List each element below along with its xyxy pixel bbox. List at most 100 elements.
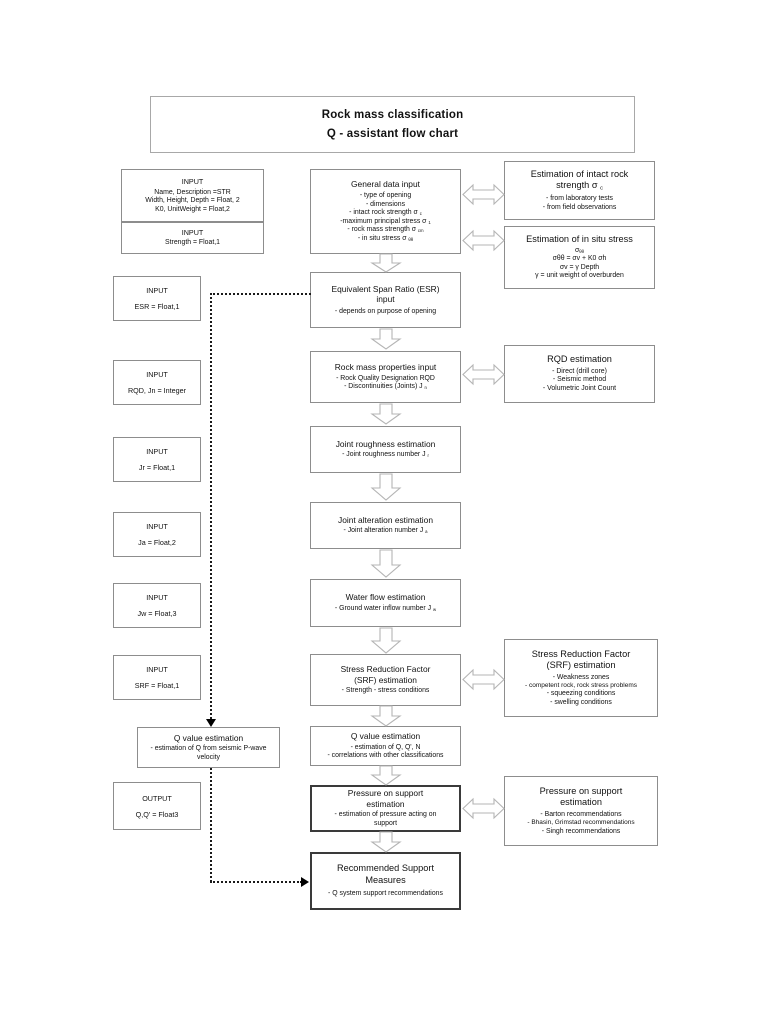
water-flow-box: Water flow estimation - Ground water inf… (310, 579, 461, 627)
box-heading: Recommended Support (336, 863, 435, 874)
input-label: INPUT (146, 522, 168, 531)
title-line-1: Rock mass classification (321, 109, 464, 122)
input-label: INPUT (146, 286, 168, 295)
dotted-line-recommended-horizontal (210, 881, 302, 883)
arrow-pressure-to-pressure-panel (462, 797, 505, 820)
box-heading: Q value estimation (173, 732, 244, 743)
panel-heading: RQD estimation (547, 354, 612, 365)
panel-item: - Direct (drill core) (552, 367, 607, 375)
box-heading-2: input (376, 294, 395, 305)
box-item: - depends on purpose of opening (334, 307, 437, 315)
input-label: INPUT (181, 228, 204, 238)
input-label: INPUT (146, 370, 168, 379)
box-item: velocity (197, 753, 220, 761)
srf-estimation-box: Stress Reduction Factor (SRF) estimation… (310, 654, 461, 706)
input-line: K0, UnitWeight = Float,2 (155, 205, 230, 213)
input-line: Strength = Float,1 (165, 239, 220, 247)
input-box-ja: INPUT Ja = Float,2 (113, 512, 201, 557)
box-item: - type of opening (359, 191, 412, 199)
input-value: Ja = Float,2 (138, 538, 176, 547)
input-value: SRF = Float,1 (134, 681, 180, 690)
panel-item: - squeezing conditions (546, 690, 616, 698)
box-heading-2: (SRF) estimation (354, 674, 417, 685)
input-box-jw: INPUT Jw = Float,3 (113, 583, 201, 628)
input-box-jr: INPUT Jr = Float,1 (113, 437, 201, 482)
arrow-roughness-to-alteration (370, 473, 402, 501)
arrow-rockmass-to-rqd (462, 363, 505, 386)
pressure-on-support-panel: Pressure on support estimation - Barton … (504, 776, 658, 846)
box-heading: Joint roughness estimation (335, 438, 436, 449)
output-value: Q,Q' = Float3 (135, 809, 179, 819)
arrow-rockmass-to-roughness (370, 403, 402, 425)
panel-heading-2: (SRF) estimation (546, 660, 616, 670)
joint-roughness-box: Joint roughness estimation - Joint rough… (310, 426, 461, 473)
input-value: RQD, Jn = Integer (127, 386, 187, 395)
box-heading-2: Measures (365, 874, 406, 885)
input-value: Jr = Float,1 (138, 463, 176, 472)
panel-heading: Estimation of in situ stress (526, 234, 633, 244)
recommended-support-box: Recommended Support Measures - Q system … (310, 852, 461, 910)
q-value-estimation-box: Q value estimation - estimation of Q, Q'… (310, 726, 461, 766)
arrow-esr-to-rockmass (370, 328, 402, 350)
panel-heading-2: strength σ c (556, 180, 603, 192)
panel-item: - swelling conditions (550, 698, 612, 706)
box-heading: Q value estimation (350, 731, 421, 742)
panel-formula: γ = unit weight of overburden (535, 272, 624, 280)
arrow-srf-to-qvalue (370, 705, 402, 727)
box-heading: Joint alteration estimation (338, 514, 433, 525)
arrow-general-to-esr (370, 253, 402, 273)
box-heading-2: estimation (366, 798, 405, 809)
panel-item: - Bhasin, Grimstad recommendations (527, 819, 635, 827)
panel-item: - from field observations (542, 203, 617, 211)
box-heading: Equivalent Span Ratio (ESR) (331, 283, 440, 294)
box-item: - Joint roughness number J r (342, 451, 429, 459)
box-heading: General data input (351, 179, 420, 190)
box-item: - rock mass strength σ cm (347, 226, 424, 234)
box-item: - Strength - stress conditions (341, 687, 430, 695)
q-value-seismic-box: Q value estimation - estimation of Q fro… (137, 727, 280, 768)
input-box-general: INPUT Name, Description =STR Width, Heig… (121, 169, 264, 222)
panel-item: - from laboratory tests (545, 194, 613, 202)
arrow-qvalue-to-pressure (370, 765, 402, 786)
general-data-input-box: General data input - type of opening - d… (310, 169, 461, 254)
input-label: INPUT (181, 176, 204, 186)
box-item: - estimation of pressure acting on (334, 811, 437, 819)
arrow-alteration-to-water (370, 549, 402, 578)
rock-mass-properties-box: Rock mass properties input - Rock Qualit… (310, 351, 461, 403)
panel-heading-2: estimation (560, 797, 602, 808)
input-value: ESR = Float,1 (134, 302, 180, 311)
panel-heading: Estimation of intact rock (530, 168, 629, 179)
input-line: Name, Description =STR (154, 188, 231, 196)
arrow-pressure-to-recommended (370, 831, 402, 853)
input-label: INPUT (146, 447, 168, 456)
box-item: - intact rock strength σ c (349, 209, 422, 217)
arrow-general-to-intact-rock (462, 183, 505, 206)
dotted-arrowhead-recommended (301, 877, 309, 887)
srf-estimation-panel: Stress Reduction Factor (SRF) estimation… (504, 639, 658, 717)
input-line: Width, Height, Depth = Float, 2 (145, 197, 240, 205)
dotted-line-esr-horizontal (210, 293, 311, 295)
input-box-strength: INPUT Strength = Float,1 (121, 222, 264, 254)
box-item: - Discontinuities (Joints) J n (344, 383, 427, 391)
box-heading: Pressure on support (347, 788, 424, 799)
input-label: INPUT (146, 665, 168, 674)
esr-input-box: Equivalent Span Ratio (ESR) input - depe… (310, 272, 461, 328)
panel-formula: σv = γ Depth (559, 263, 600, 271)
panel-heading: Pressure on support (539, 785, 623, 796)
input-box-rqd-jn: INPUT RQD, Jn = Integer (113, 360, 201, 405)
joint-alteration-box: Joint alteration estimation - Joint alte… (310, 502, 461, 549)
box-heading: Stress Reduction Factor (340, 664, 431, 675)
panel-item: - Barton recommendations (540, 810, 622, 818)
rqd-estimation-panel: RQD estimation - Direct (drill core) - S… (504, 345, 655, 403)
box-heading: Water flow estimation (345, 592, 426, 603)
output-box: OUTPUT Q,Q' = Float3 (113, 782, 201, 830)
panel-heading: Stress Reduction Factor (531, 648, 631, 659)
input-box-srf: INPUT SRF = Float,1 (113, 655, 201, 700)
input-label: INPUT (146, 593, 168, 602)
dotted-arrowhead-q-seismic (206, 719, 216, 727)
panel-item: - Singh recommendations (541, 827, 621, 835)
panel-item: - competent rock, rock stress problems (525, 682, 637, 690)
arrow-srf-to-srf-panel (462, 668, 505, 691)
box-item: - correlations with other classification… (327, 752, 444, 760)
